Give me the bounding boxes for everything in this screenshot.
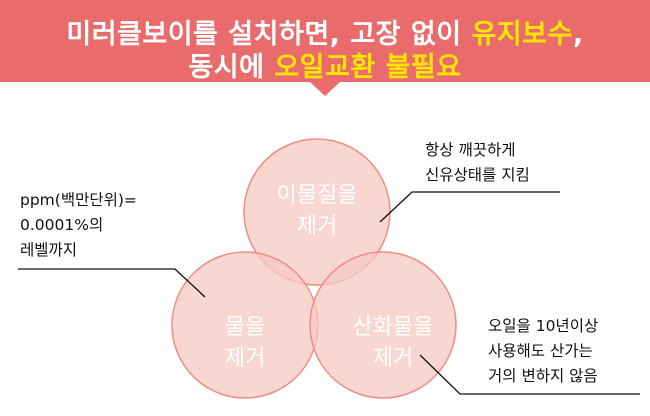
banner-background [0, 0, 650, 96]
banner-line1-suffix: , [572, 19, 584, 50]
note-left-line-1: ppm(백만단위)= [20, 191, 137, 209]
circle-left-line2: 제거 [224, 346, 266, 371]
leader-line-top-right [379, 191, 560, 223]
banner-title-line-1: 미러클보이를 설치하면, 고장 없이 유지보수, [0, 12, 650, 51]
note-bottom-right-line-2: 사용해도 산가는 [488, 342, 593, 360]
circle-top-line1: 이물질을 [276, 183, 358, 208]
note-bottom-right-line-1: 오일을 10년이상 [488, 317, 599, 335]
banner-title-line-2: 동시에 오일교환 불필요 [0, 45, 650, 84]
note-top-right-line-2: 신유상태를 지킴 [425, 166, 530, 184]
circle-right-line1: 산화물을 [352, 315, 434, 340]
circle-top-line2: 제거 [296, 214, 338, 239]
note-top-right-line-1: 항상 깨끗하게 [425, 141, 516, 159]
note-bottom-right: 오일을 10년이상 사용해도 산가는 거의 변하지 않음 [488, 314, 598, 389]
circle-right-label: 산화물을 제거 [333, 312, 453, 374]
leader-line-left [18, 268, 206, 298]
banner-line1-highlight: 유지보수 [471, 19, 573, 50]
note-left-line-2: 0.0001%의 [20, 216, 104, 234]
note-top-right: 항상 깨끗하게 신유상태를 지킴 [425, 138, 530, 188]
banner-line2-prefix: 동시에 [188, 52, 275, 83]
banner-line1-prefix: 미러클보이를 설치하면, 고장 없이 [66, 19, 472, 50]
note-left-line-3: 레벨까지 [20, 241, 78, 259]
circle-left-label: 물을 제거 [195, 312, 295, 374]
banner-line2-highlight: 오일교환 불필요 [274, 52, 462, 83]
note-bottom-right-line-3: 거의 변하지 않음 [488, 367, 598, 385]
circle-right-line2: 제거 [372, 346, 414, 371]
circle-left-line1: 물을 [224, 315, 266, 340]
circle-top-label: 이물질을 제거 [257, 180, 377, 242]
circle-right [309, 251, 457, 399]
note-left: ppm(백만단위)= 0.0001%의 레벨까지 [20, 188, 137, 263]
leader-line-bottom-right [419, 354, 640, 395]
